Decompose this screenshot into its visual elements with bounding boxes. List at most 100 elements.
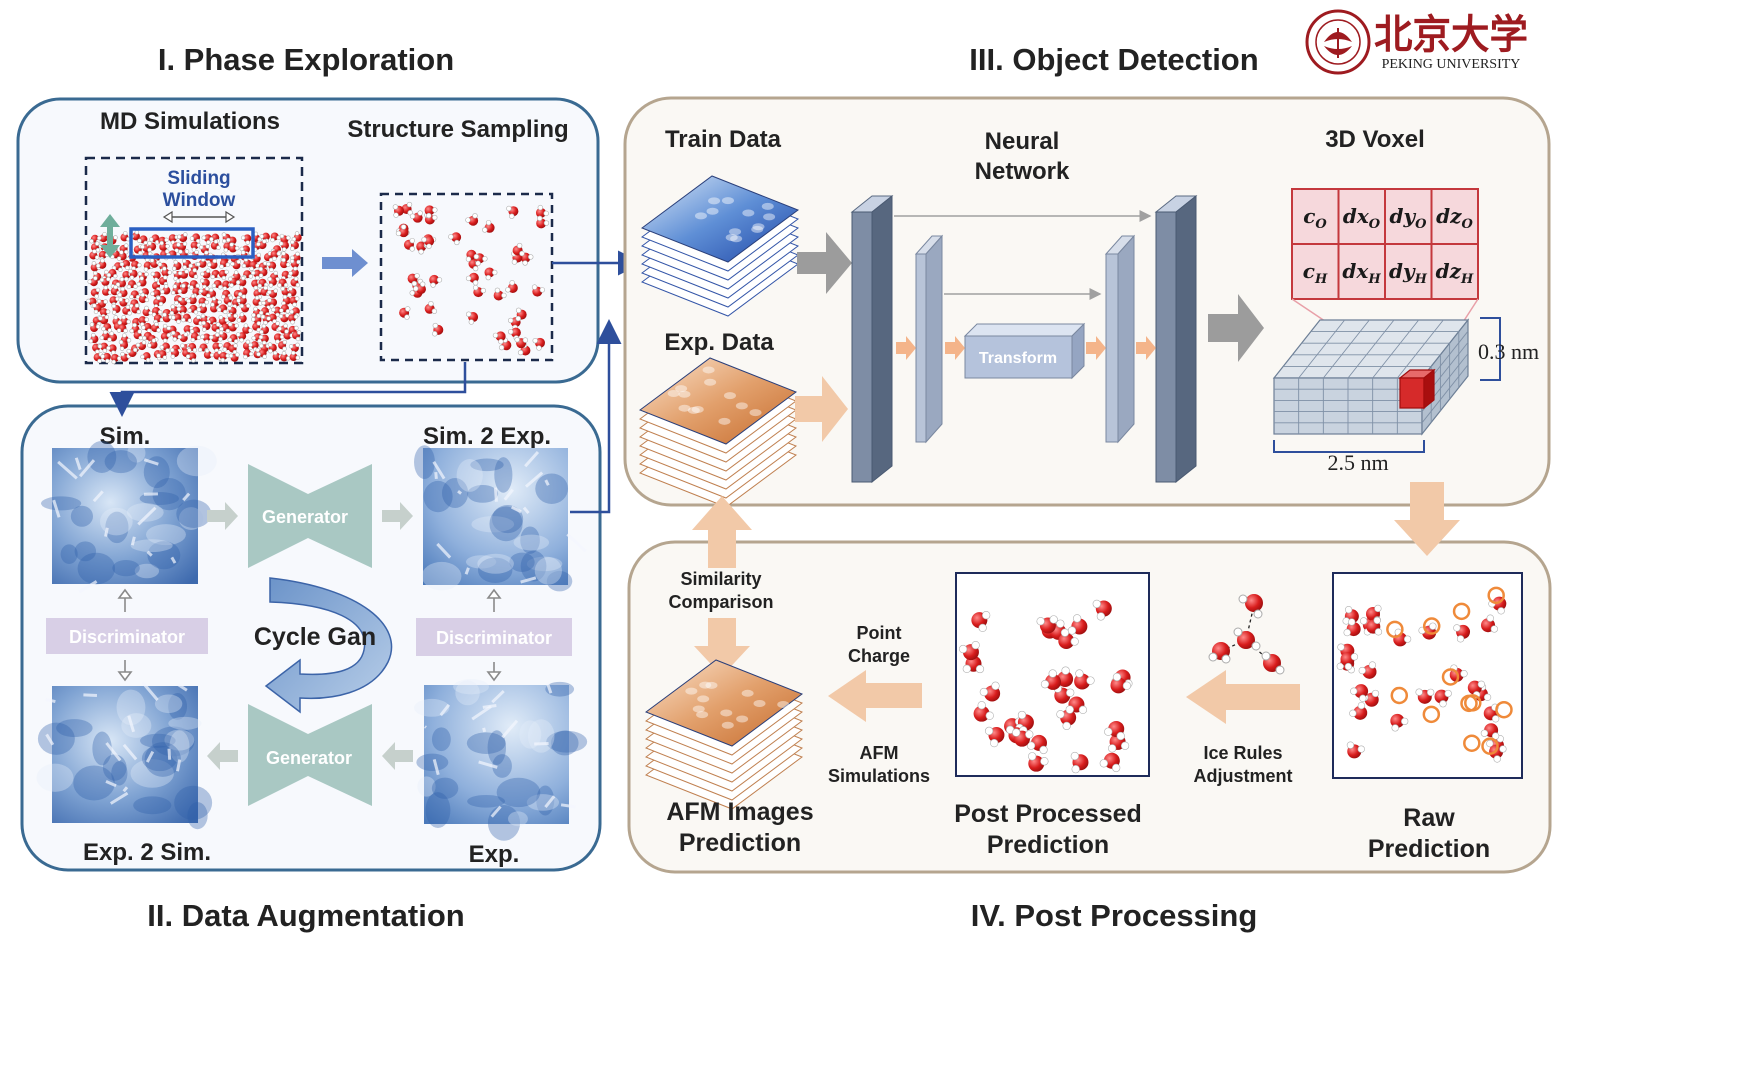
gray-arrow-generator-to-exp2sim (207, 742, 238, 770)
cycle-gan-arrow (264, 577, 393, 714)
section-title-data-augmentation: II. Data Augmentation (147, 898, 464, 933)
connector-sampling-to-augmentation (109, 362, 467, 417)
peach-arrow-postprocessed-to-afm (828, 670, 922, 722)
uncertain-atom-ring (1464, 694, 1482, 712)
raw-prediction-molecules (1336, 586, 1513, 763)
uncertain-atom-ring (1422, 617, 1441, 635)
voxel-label: 3D Voxel (1325, 126, 1425, 153)
connector-augmentation-to-training (570, 319, 622, 514)
decoder-layer-2 (1154, 194, 1198, 484)
sliding-window-double-arrow (162, 210, 236, 224)
exp-image-label: Exp. (469, 841, 520, 868)
train-data-stack (640, 175, 800, 317)
point-charge-label-line1: Point (857, 623, 902, 643)
logo-chinese-name: 北京大学 (1374, 11, 1528, 58)
afm-simulations-label-line2: Simulations (828, 766, 930, 786)
peach-arrow-similarity-up (692, 496, 752, 568)
neural-network-label-line2: Network (975, 158, 1070, 185)
exp2sim-afm-image (36, 681, 213, 830)
sliding-window-label-line2: Window (163, 190, 236, 211)
transform-block: Transform (963, 322, 1086, 380)
section-title-object-detection: III. Object Detection (969, 42, 1258, 77)
disc-right-arrows (486, 588, 502, 682)
peach-arrow-raw-to-postprocessed (1186, 670, 1300, 724)
sim-afm-image (40, 440, 217, 594)
afm-prediction-label-line2: Prediction (679, 829, 801, 857)
uncertain-atom-ring (1487, 586, 1505, 605)
uncertain-atom-ring (1481, 737, 1499, 755)
afm-prediction-label-line1: AFM Images (666, 798, 813, 826)
discriminator-right-label: Discriminator (436, 628, 552, 648)
sampled-water-molecules (392, 201, 550, 356)
generator-top-label: Generator (262, 507, 348, 527)
postprocessed-label-line1: Post Processed (954, 800, 1142, 828)
height-double-arrow (100, 214, 120, 258)
exp-afm-image (414, 679, 588, 841)
uncertain-atom-ring (1422, 705, 1441, 724)
voxel-width-label: 2.5 nm (1327, 450, 1388, 475)
generator-top: Generator (248, 464, 372, 568)
gray-arrow-network-to-voxel (1208, 294, 1264, 362)
gray-arrow-generator-to-sim2exp (382, 502, 413, 530)
sampling-arrow (322, 249, 368, 277)
generator-bottom-label: Generator (266, 748, 352, 768)
uncertain-atom-ring (1441, 668, 1460, 686)
exp-data-label: Exp. Data (664, 329, 774, 356)
voxel-height-bracket (1480, 317, 1501, 381)
exp2sim-image-label: Exp. 2 Sim. (83, 839, 211, 866)
generator-bottom: Generator (248, 704, 372, 806)
voxel-width-bracket (1273, 440, 1425, 453)
gray-arrow-train-to-network (797, 232, 852, 294)
discriminator-left-label: Discriminator (69, 627, 185, 647)
md-simulation-box (84, 156, 304, 365)
similarity-label-line2: Comparison (668, 592, 773, 612)
afm-simulations-label-line1: AFM (860, 743, 899, 763)
uncertain-atom-ring (1495, 700, 1513, 719)
university-logo: 北京大学 PEKING UNIVERSITY (1305, 9, 1528, 75)
disc-left-arrows (117, 588, 133, 682)
afm-prediction-stack (644, 659, 804, 810)
section-title-post-processing: IV. Post Processing (971, 898, 1258, 933)
decoder-layer-1 (1104, 234, 1136, 444)
neural-network-label-line1: Neural (985, 128, 1060, 155)
peach-arrow-voxel-to-raw (1394, 482, 1460, 556)
voxel-highlight-cell (1398, 368, 1436, 410)
uncertain-atom-ring (1386, 620, 1404, 639)
uncertain-atom-ring (1452, 602, 1471, 621)
sim2exp-image-label: Sim. 2 Exp. (423, 423, 551, 450)
panel-phase-exploration (16, 97, 600, 384)
uncertain-atom-ring (1390, 686, 1409, 705)
sim2exp-afm-image (414, 445, 587, 592)
logo-english-name: PEKING UNIVERSITY (1382, 57, 1521, 72)
voxel-cell (1430, 243, 1479, 300)
tetrahedral-water-cluster (1208, 594, 1285, 675)
network-flow-arrows (896, 336, 1156, 360)
sliding-window-frame (129, 227, 255, 259)
point-charge-label-line2: Charge (848, 646, 910, 666)
train-data-label: Train Data (665, 126, 782, 153)
discriminator-right: Discriminator (416, 618, 572, 656)
voxel-height-label: 0.3 nm (1478, 339, 1539, 364)
ice-rules-label-line2: Adjustment (1194, 766, 1293, 786)
md-simulations-label: MD Simulations (100, 108, 280, 135)
peach-arrow-similarity-down (694, 618, 750, 676)
similarity-label-line1: Similarity (680, 569, 761, 589)
transform-label: Transform (979, 350, 1057, 367)
postprocessed-label-line2: Prediction (987, 831, 1109, 859)
sliding-window-label-line1: Sliding (167, 168, 230, 189)
peach-arrow-exp-to-network (795, 376, 848, 442)
ice-rules-label-line1: Ice Rules (1203, 743, 1282, 763)
section-title-phase-exploration: I. Phase Exploration (158, 42, 454, 77)
gray-arrow-exp-to-generator (382, 742, 413, 770)
gray-arrow-sim-to-generator (207, 502, 238, 530)
structure-sampling-label: Structure Sampling (347, 116, 568, 143)
raw-prediction-label-line1: Raw (1403, 804, 1455, 832)
cycle-gan-label: Cycle Gan (254, 623, 376, 651)
uncertain-atom-ring (1463, 734, 1481, 752)
encoder-layer-1 (850, 194, 894, 484)
skip-connections (894, 210, 1152, 300)
sampled-structure-box (379, 192, 554, 362)
discriminator-left: Discriminator (46, 618, 208, 654)
